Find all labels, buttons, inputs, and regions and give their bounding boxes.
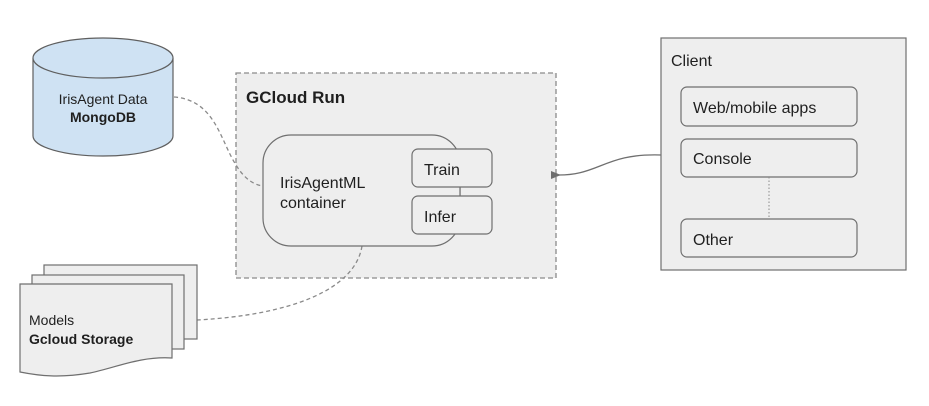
connector-container-storage (196, 245, 363, 321)
train-module[interactable]: Train (411, 148, 493, 188)
storage-label: Models (29, 312, 74, 328)
web-mobile-apps-label: Web/mobile apps (693, 100, 816, 117)
container-label-line2: container (280, 195, 346, 212)
container-label-line1: IrisAgentML (280, 175, 365, 192)
train-label: Train (424, 162, 460, 179)
storage-page-front (19, 283, 173, 377)
irisagentml-container[interactable]: IrisAgentML container (262, 134, 461, 247)
storage-name: Gcloud Storage (29, 331, 133, 347)
console-label: Console (693, 151, 752, 168)
client-item-console[interactable]: Console (680, 138, 858, 178)
infer-label: Infer (424, 209, 457, 226)
database-cylinder-top (32, 37, 174, 79)
infer-box (411, 195, 493, 235)
database-cylinder-body (32, 58, 174, 157)
client-item-other[interactable]: Other (680, 218, 858, 258)
infer-module[interactable]: Infer (411, 195, 493, 235)
mongodb-database[interactable]: IrisAgent Data MongoDB (32, 37, 174, 157)
container-shape (262, 134, 461, 247)
connector-mongodb-container (173, 96, 264, 187)
other-box (680, 218, 858, 258)
train-box (411, 148, 493, 188)
database-name: MongoDB (70, 109, 136, 125)
arrow-client-to-gcloud-run (550, 154, 662, 180)
other-label: Other (693, 232, 734, 249)
gcloud-storage[interactable]: Models Gcloud Storage (19, 264, 198, 377)
web-mobile-apps-box (680, 86, 858, 127)
database-label: IrisAgent Data (59, 91, 148, 107)
gcloud-run-title: GCloud Run (246, 88, 345, 107)
client-title: Client (671, 53, 712, 70)
client-item-web-mobile-apps[interactable]: Web/mobile apps (680, 86, 858, 127)
